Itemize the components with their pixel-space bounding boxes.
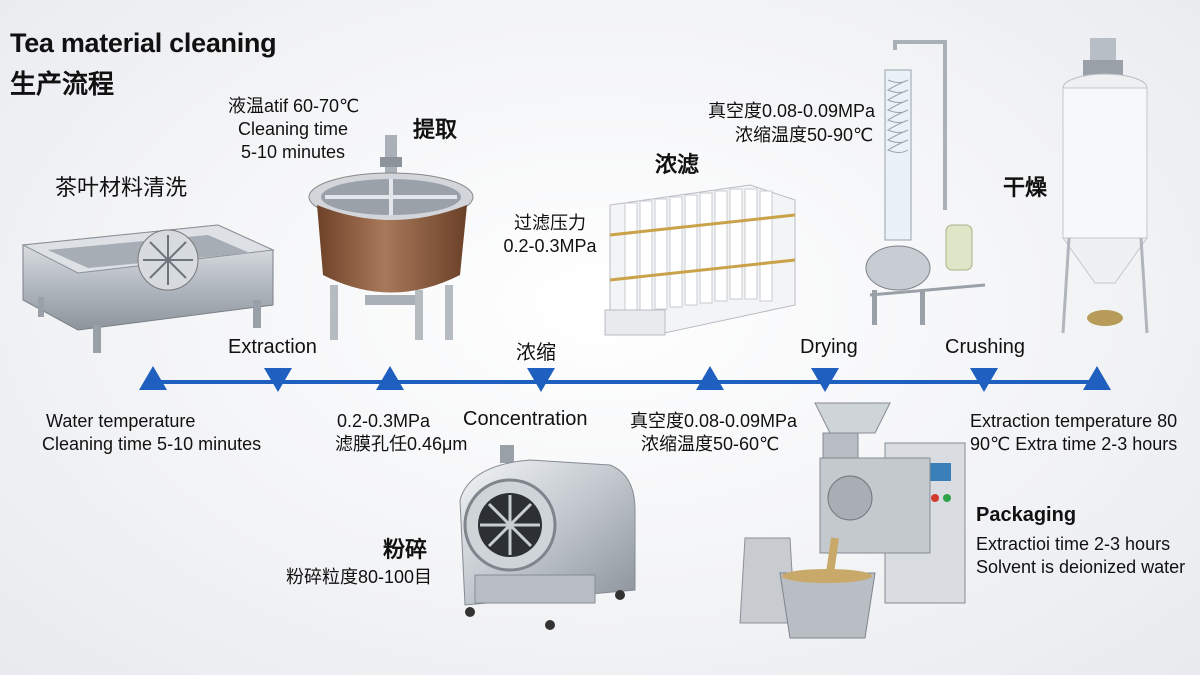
timeline-marker-up: [139, 366, 167, 390]
label-crush-cn: 粉碎: [383, 537, 428, 562]
param-extract-temp: 液温atif 60-70℃: [228, 96, 360, 116]
evaporator-icon: [860, 40, 990, 330]
param-water-temp: Water temperature: [46, 411, 196, 431]
timeline-marker-down: [811, 368, 839, 392]
label-packaging: Packaging: [976, 504, 1077, 526]
page-subtitle: 生产流程: [10, 69, 115, 99]
param-clean-time: Cleaning time 5-10 minutes: [42, 434, 262, 454]
process-timeline: [0, 360, 1200, 400]
cleaning-tank-icon: [18, 205, 278, 360]
timeline-marker-up: [696, 366, 724, 390]
timeline-marker-down: [527, 368, 555, 392]
label-extraction-cn: 提取: [413, 117, 458, 142]
param-conc-temp: 浓缩温度50-90℃: [735, 125, 874, 145]
timeline-marker-down: [970, 368, 998, 392]
param-conc-temp2: 浓缩温度50-60℃: [641, 434, 780, 454]
grinder-packaging-icon: [735, 398, 970, 643]
label-cleaning: 茶叶材料清洗: [55, 175, 188, 200]
param-pore: 滤膜孔任0.46μm: [335, 434, 468, 454]
timeline-label-drying: Drying: [800, 336, 858, 358]
dryer-tower-icon: [1055, 38, 1155, 338]
timeline-marker-down: [264, 368, 292, 392]
param-filter-pressure-label: 过滤压力: [514, 213, 586, 233]
param-pressure: 0.2-0.3MPa: [337, 411, 431, 431]
param-vacuum: 真空度0.08-0.09MPa: [708, 101, 876, 121]
param-ext-time: 90℃ Extra time 2-3 hours: [970, 434, 1178, 454]
param-extract-time-label: Cleaning time: [237, 119, 349, 139]
param-pack-time: Extractioi time 2-3 hours: [976, 534, 1171, 554]
timeline-label-concentrate: 浓缩: [516, 342, 556, 364]
timeline-label-crushing: Crushing: [945, 336, 1026, 358]
filter-press-icon: [600, 175, 800, 355]
param-mesh: 粉碎粒度80-100目: [286, 567, 433, 587]
param-solvent: Solvent is deionized water: [976, 557, 1186, 577]
param-extract-time-val: 5-10 minutes: [240, 142, 346, 162]
timeline-marker-up: [376, 366, 404, 390]
label-concentration: Concentration: [463, 408, 588, 430]
param-vacuum2: 真空度0.08-0.09MPa: [630, 411, 798, 431]
page-title: Tea material cleaning: [10, 28, 277, 58]
param-ext-temp: Extraction temperature 80: [970, 411, 1178, 431]
extraction-tank-icon: [305, 135, 485, 345]
timeline-label-extraction: Extraction: [228, 336, 317, 358]
crusher-machine-icon: [440, 440, 640, 635]
label-drying-cn: 干燥: [1003, 175, 1048, 200]
timeline-marker-up: [1083, 366, 1111, 390]
label-filtration-cn: 浓滤: [655, 152, 700, 177]
param-filter-pressure-val: 0.2-0.3MPa: [503, 236, 597, 256]
